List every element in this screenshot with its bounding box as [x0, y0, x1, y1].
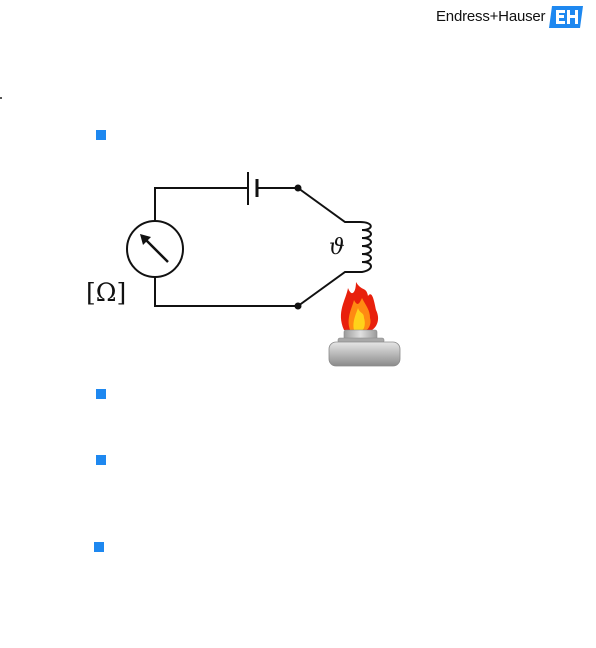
bullet-marker-4: [94, 542, 104, 552]
burner-icon: [328, 329, 401, 367]
brand-name: Endress+Hauser: [436, 8, 546, 25]
page-edge-mark: [0, 97, 2, 99]
battery-symbol: [247, 172, 259, 205]
flame-icon: [340, 282, 379, 330]
ohmmeter-symbol: [126, 220, 184, 278]
ohm-unit-label: [Ω]: [86, 278, 127, 307]
temperature-symbol: ϑ: [329, 235, 345, 260]
junction-dot-bottom: [294, 302, 302, 310]
bullet-marker-2: [96, 389, 106, 399]
endress-hauser-logo-icon: [549, 6, 583, 28]
circuit-wires: [154, 187, 360, 307]
bullet-marker-3: [96, 455, 106, 465]
brand-header: Endress+Hauser: [436, 6, 586, 28]
junction-dot-top: [294, 184, 302, 192]
bullet-marker-1: [96, 130, 106, 140]
coil-symbol: [359, 221, 372, 273]
